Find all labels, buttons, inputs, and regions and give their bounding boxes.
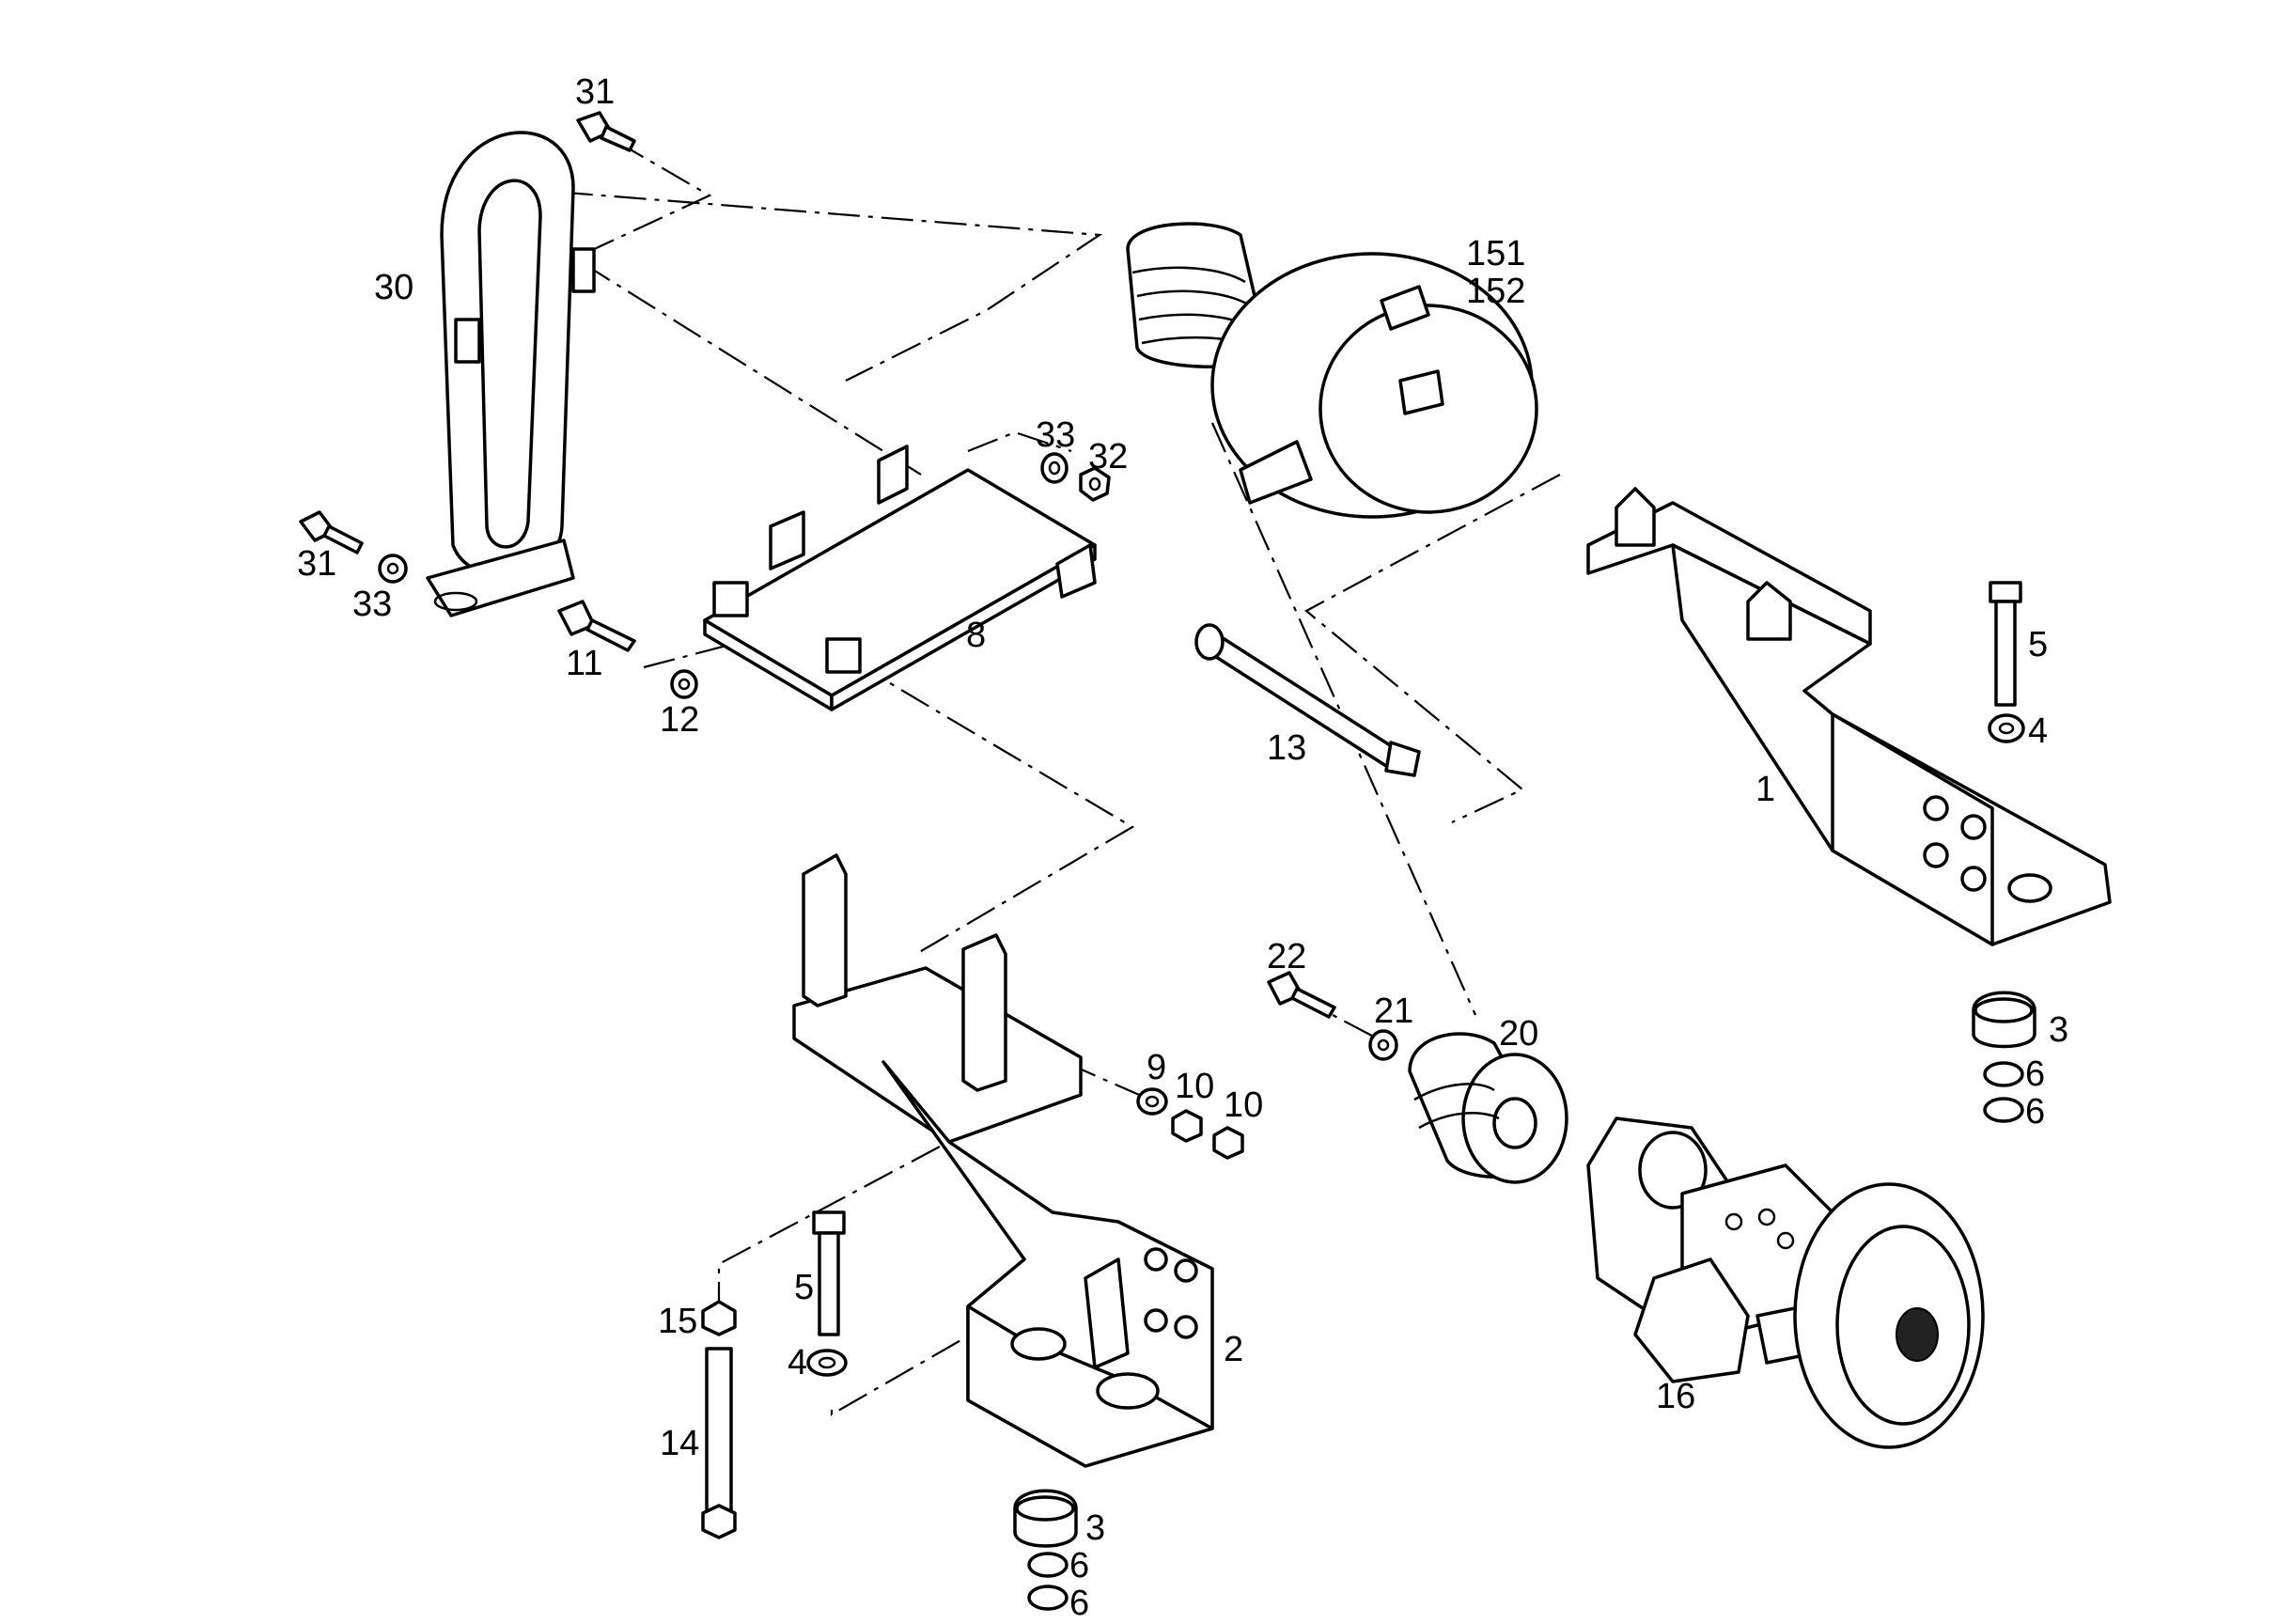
- label-part-31-left: 31: [297, 544, 336, 584]
- engine-mount-bracket-part-1: [1586, 487, 2112, 946]
- label-part-13: 13: [1267, 728, 1306, 768]
- label-part-22: 22: [1267, 937, 1306, 976]
- nut-part-6-lower-b: [1027, 1585, 1069, 1611]
- nut-part-10-a: [1171, 1109, 1203, 1143]
- air-cleaner-part-151-152: [1126, 222, 1538, 519]
- label-part-4-lower: 4: [788, 1343, 807, 1382]
- label-part-8: 8: [966, 616, 986, 655]
- washer-part-4-lower: [806, 1349, 848, 1377]
- label-part-3-lower: 3: [1085, 1508, 1105, 1548]
- washer-part-4-right: [1988, 713, 2025, 743]
- label-part-30: 30: [374, 268, 413, 307]
- nut-part-10-b: [1212, 1126, 1244, 1160]
- nut-part-6-lower-a: [1027, 1552, 1069, 1578]
- label-part-3-right: 3: [2049, 1010, 2068, 1050]
- nut-part-15: [701, 1300, 737, 1336]
- label-part-21: 21: [1374, 992, 1413, 1031]
- callout-labels: 31 30 151 152 33 32 31 33 11 12 8 13 5 4…: [297, 72, 2068, 1623]
- label-part-6-lower-a: 6: [1069, 1546, 1089, 1585]
- label-part-6-lower-b: 6: [1069, 1584, 1089, 1623]
- rubber-mount-part-3-right: [1972, 991, 2036, 1049]
- label-part-10-a: 10: [1175, 1067, 1214, 1106]
- label-part-14: 14: [660, 1424, 699, 1463]
- nut-part-6-right-b: [1983, 1097, 2024, 1123]
- pulley-part-20: [1408, 1032, 1568, 1184]
- label-part-5-lower: 5: [794, 1268, 814, 1307]
- label-part-5-right: 5: [2028, 625, 2048, 664]
- washer-part-33-left: [378, 554, 408, 584]
- hose-loop-part-30: [426, 131, 596, 617]
- label-part-152: 152: [1466, 272, 1525, 311]
- label-part-10-b: 10: [1224, 1085, 1263, 1125]
- label-part-11: 11: [566, 644, 602, 683]
- bolt-part-5-right: [1989, 581, 2022, 707]
- label-part-20: 20: [1499, 1014, 1538, 1054]
- rubber-mount-part-3-lower: [1013, 1489, 1078, 1548]
- label-part-15: 15: [658, 1302, 697, 1341]
- label-part-16: 16: [1656, 1377, 1695, 1416]
- bolt-part-31-top: [576, 111, 636, 152]
- washer-part-9: [1136, 1087, 1168, 1116]
- label-part-33-upper: 33: [1036, 415, 1075, 455]
- bolt-part-5-lower: [812, 1210, 846, 1336]
- label-part-4-right: 4: [2028, 711, 2048, 751]
- hydraulic-pump-part-16: [1586, 1116, 1985, 1449]
- label-part-6-right-b: 6: [2025, 1092, 2045, 1132]
- label-part-33-left: 33: [352, 585, 392, 624]
- bolt-part-31-left: [299, 510, 364, 554]
- label-part-1: 1: [1755, 770, 1775, 809]
- label-part-32: 32: [1088, 437, 1128, 476]
- mounting-plate-part-8: [703, 445, 1097, 711]
- washer-part-12: [670, 669, 698, 699]
- bolt-part-22: [1267, 971, 1336, 1019]
- washer-part-33-upper: [1040, 452, 1069, 484]
- label-part-6-right-a: 6: [2025, 1054, 2045, 1094]
- stud-part-14: [701, 1347, 737, 1539]
- pin-part-13: [1194, 623, 1421, 777]
- label-part-9: 9: [1147, 1048, 1166, 1087]
- bolt-part-11: [557, 600, 636, 652]
- label-part-2: 2: [1224, 1330, 1243, 1369]
- nut-part-6-right-a: [1983, 1061, 2024, 1087]
- label-part-12: 12: [660, 700, 699, 740]
- engine-mount-bracket-part-2: [792, 853, 1214, 1468]
- label-part-151: 151: [1466, 234, 1525, 273]
- nut-part-32: [1079, 466, 1111, 502]
- washer-part-21: [1368, 1029, 1398, 1061]
- label-part-31-top: 31: [575, 72, 615, 112]
